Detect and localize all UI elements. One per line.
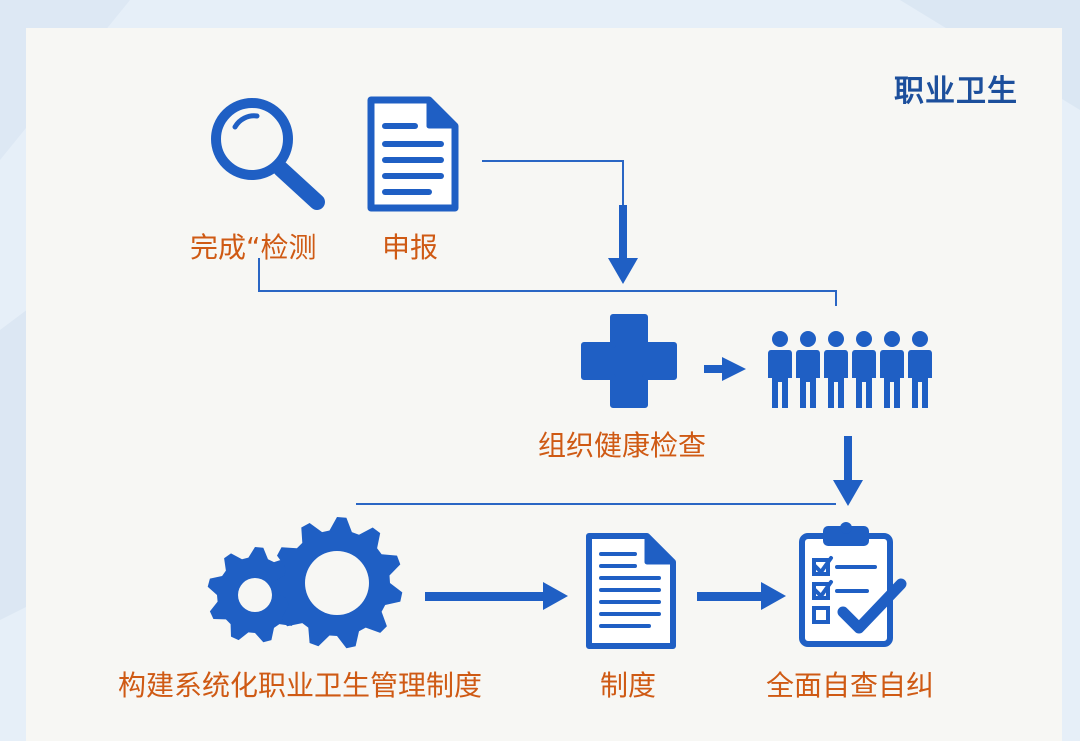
person-figure (796, 331, 820, 408)
label-detection: 完成“检测 (190, 231, 317, 264)
diagram-title: 职业卫生 (894, 74, 1018, 109)
document-icon (586, 533, 676, 649)
label-build-system: 构建系统化职业卫生管理制度 (118, 669, 483, 702)
person-figure (768, 331, 792, 408)
arrow-right-to-system (425, 582, 568, 610)
medical-cross-icon (581, 314, 677, 408)
label-system: 制度 (600, 669, 657, 702)
label-declaration: 申报 (382, 231, 439, 264)
gear-small (207, 547, 303, 643)
label-self-check: 全面自查自纠 (766, 669, 935, 702)
clipboard-checklist-icon (799, 522, 907, 647)
person-figure (824, 331, 848, 408)
arrow-down-to-health (608, 205, 638, 284)
arrow-down-to-clipboard (833, 436, 863, 506)
connector-line-declaration (482, 160, 624, 205)
arrow-right-to-workers (704, 357, 746, 381)
person-figure (880, 331, 904, 408)
label-health-check: 组织健康检查 (538, 429, 707, 462)
document-icon (367, 96, 459, 212)
person-figure (852, 331, 876, 408)
gear-large (271, 517, 403, 649)
magnifier-icon (211, 98, 325, 210)
arrow-right-to-selfcheck (697, 582, 786, 610)
people-group-icon (768, 331, 932, 408)
gears-icon (207, 517, 403, 649)
connector-line-detection (258, 258, 837, 306)
person-figure (908, 331, 932, 408)
